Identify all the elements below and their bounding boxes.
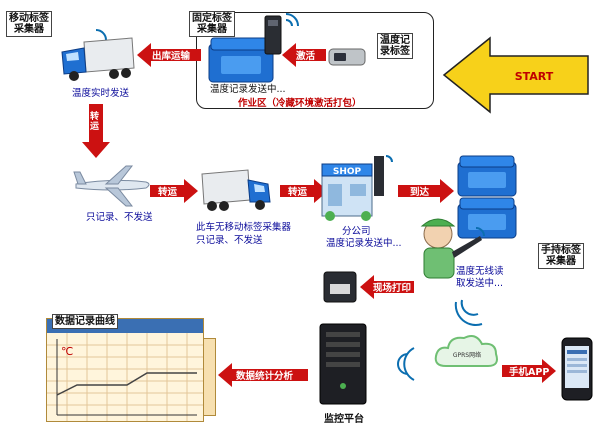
chart-grid: ℃: [47, 333, 203, 421]
chart-title-label: 数据记录曲线: [52, 314, 118, 329]
airplane-icon: [73, 165, 150, 207]
transfer1-label: 转运: [90, 112, 100, 132]
cloud-waves-icon: [454, 299, 483, 326]
truck-mid-caption-line1: 此车无移动标签采集器: [196, 222, 292, 233]
branch-caption-line2: 温度记录发送中...: [326, 238, 402, 249]
truck-mid-icon: [201, 169, 271, 211]
stats-label: 数据统计分析: [236, 371, 294, 382]
celsius-symbol: ℃: [61, 345, 73, 358]
temp-tag-device-icon: [328, 48, 366, 66]
temp-tag-label: 温度记录标签: [377, 33, 413, 59]
outbound-label: 出库运输: [152, 51, 191, 62]
person-caption-line2: 取发送中...: [456, 278, 504, 289]
transfer3-label: 转运: [288, 187, 308, 198]
phone-icon: [561, 337, 593, 401]
handheld-collector-label: 手持标签采集器: [538, 243, 584, 269]
fixed-collector-device-icon: [264, 13, 299, 55]
person-caption-line1: 温度无线读: [456, 266, 504, 277]
server-icon: [319, 323, 367, 405]
shop-icon: SHOP: [321, 155, 393, 221]
transfer3-arrow: [280, 179, 328, 203]
shop-sign-text: SHOP: [333, 167, 362, 177]
arrive-label: 到达: [410, 187, 430, 198]
transfer-down-arrow: [82, 104, 110, 158]
print-arrow: [360, 275, 414, 299]
app-arrow: [502, 359, 556, 383]
plane-caption: 只记录、不发送: [86, 212, 153, 223]
wireless-waves-icon: [397, 347, 415, 381]
platform-caption: 监控平台: [324, 414, 364, 425]
transfer2-label: 转运: [158, 187, 178, 198]
temperature-curve: [56, 372, 197, 396]
printer-icon: [323, 271, 357, 303]
stats-arrow: [218, 363, 308, 387]
activate-label: 激活: [296, 51, 316, 62]
start-label: START: [515, 70, 554, 83]
truck-mid-caption-line2: 只记录、不发送: [196, 235, 263, 246]
chart-panel: ℃: [46, 318, 204, 422]
app-label: 手机APP: [509, 367, 550, 378]
gprs-label: GPRS网络: [453, 351, 481, 359]
outbound-arrow: [137, 43, 201, 67]
truck-top-icon: [61, 29, 135, 81]
cold-box-top-icon: [457, 155, 517, 197]
cold-box-icon: [208, 37, 274, 83]
mobile-collector-label: 移动标签采集器: [6, 11, 52, 37]
start-arrow: START: [442, 36, 589, 114]
worker-icon: [420, 218, 485, 279]
activate-arrow: [282, 43, 326, 67]
cold-box-bottom-icon: [457, 197, 517, 239]
print-label: 现场打印: [373, 283, 412, 294]
box-sending-caption: 温度记录发送中...: [210, 84, 286, 95]
arrive-arrow: [398, 179, 454, 203]
truck-top-caption: 温度实时发送: [72, 88, 130, 99]
work-area-caption: 作业区（冷藏环境激活打包）: [238, 98, 362, 109]
fixed-collector-label: 固定标签采集器: [189, 11, 235, 37]
branch-caption-line1: 分公司: [342, 226, 371, 237]
transfer2-arrow: [150, 179, 198, 203]
gprs-cloud-icon: GPRS网络: [434, 335, 498, 367]
